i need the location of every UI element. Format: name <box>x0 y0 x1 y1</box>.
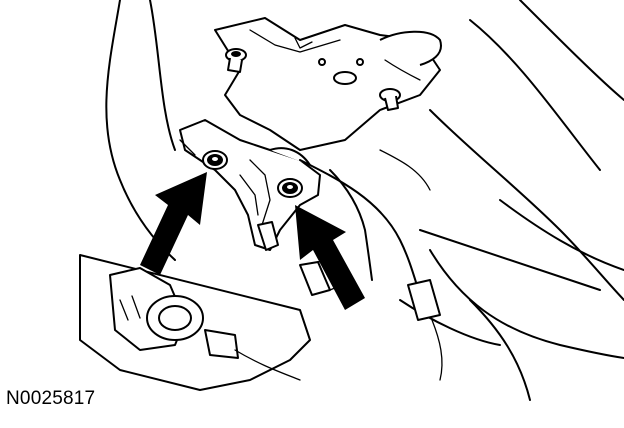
upper-left-stud <box>225 48 247 73</box>
right-pointer-arrow <box>295 205 365 310</box>
wiring-harness <box>299 149 443 381</box>
left-bolt <box>202 150 228 170</box>
figure-id-label: N0025817 <box>6 388 96 409</box>
upper-right-stud <box>379 88 401 111</box>
upper-mounting-bracket <box>214 17 442 151</box>
left-pointer-arrow <box>140 172 207 275</box>
lower-left-housing <box>79 254 311 391</box>
right-bolt <box>277 178 303 198</box>
